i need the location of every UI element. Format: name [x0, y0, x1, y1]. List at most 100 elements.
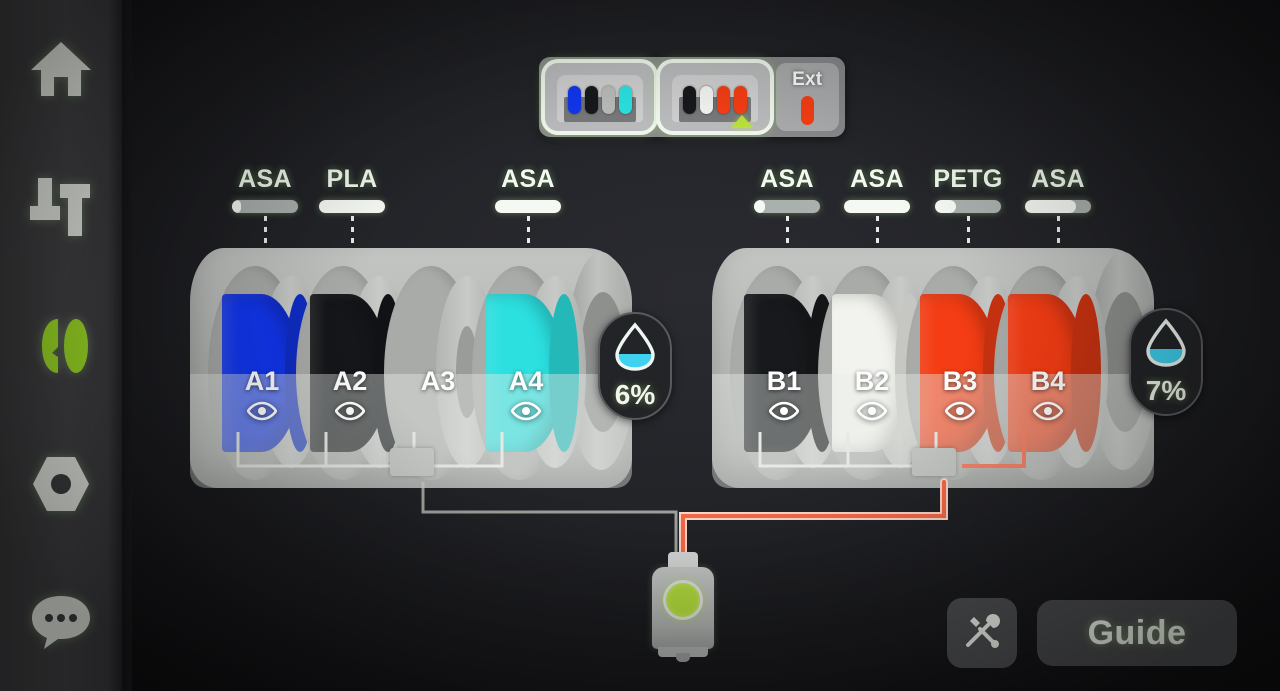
material-label-b4[interactable]: ASA: [1008, 165, 1108, 213]
humidity-badge-a[interactable]: 6%: [598, 312, 672, 420]
filament-level-bar: [935, 200, 1001, 213]
slot-label-a2[interactable]: A2: [310, 366, 390, 421]
slot-b4[interactable]: [994, 266, 1108, 480]
leader-line: [967, 216, 970, 256]
filament-roll: [486, 294, 564, 452]
routing-diagram-b: [712, 426, 1154, 482]
filament-roll: [222, 294, 300, 452]
tube-path-unit-b-outer: [679, 478, 948, 556]
home-icon: [28, 39, 94, 99]
sidebar-item-messages[interactable]: [0, 553, 122, 691]
visibility-toggle[interactable]: [744, 401, 824, 421]
sidebar-item-tune[interactable]: [0, 138, 122, 276]
tab-unit-a[interactable]: [545, 63, 655, 131]
slot-label-a3[interactable]: A3: [398, 366, 478, 397]
tab-unit-b[interactable]: [660, 63, 770, 131]
tab-pill: [567, 86, 581, 114]
sidebar-item-home[interactable]: [0, 0, 122, 138]
visibility-toggle[interactable]: [920, 401, 1000, 421]
sidebar-item-filament[interactable]: [0, 276, 122, 414]
sliders-icon: [30, 176, 92, 238]
active-slot-marker-icon: [730, 115, 753, 128]
slot-label-b2[interactable]: B2: [832, 366, 912, 421]
hub-foot: [658, 647, 708, 657]
material-label-a1[interactable]: ASA: [215, 165, 315, 213]
tab-pill: [699, 86, 713, 114]
material-label-a2[interactable]: PLA: [302, 165, 402, 213]
humidity-value: 6%: [614, 378, 656, 410]
guide-button[interactable]: Guide: [1037, 600, 1237, 666]
slot-label-b1[interactable]: B1: [744, 366, 824, 421]
slot-id: B4: [1030, 366, 1066, 396]
unit-a-connector: [390, 448, 434, 476]
filament-hub[interactable]: [652, 567, 714, 662]
eye-icon: [1033, 401, 1063, 421]
visibility-toggle[interactable]: [222, 401, 302, 421]
material-name: ASA: [850, 165, 904, 193]
leader-line: [527, 216, 530, 256]
tab-external-spool[interactable]: Ext: [775, 63, 839, 131]
tube-path-unit-b-active: [681, 480, 946, 554]
tab-pill: [618, 86, 632, 114]
visibility-toggle[interactable]: [832, 401, 912, 421]
filament-roll: [832, 294, 910, 452]
unit-b-connector: [912, 448, 956, 476]
unit-tab-bar: Ext: [539, 57, 845, 137]
hub-status-indicator: [663, 580, 703, 620]
material-name: PETG: [933, 165, 1003, 193]
sidebar-item-settings[interactable]: [0, 415, 122, 553]
eye-icon: [769, 401, 799, 421]
filament-roll: [310, 294, 388, 452]
slot-id: A3: [420, 366, 456, 396]
visibility-toggle[interactable]: [310, 401, 390, 421]
eye-icon: [857, 401, 887, 421]
material-label-a4[interactable]: ASA: [478, 165, 578, 213]
material-name: ASA: [501, 165, 555, 193]
material-label-b1[interactable]: ASA: [737, 165, 837, 213]
tab-pill: [733, 86, 747, 114]
guide-button-label: Guide: [1087, 613, 1187, 652]
filament-level-bar: [754, 200, 820, 213]
humidity-badge-b[interactable]: 7%: [1129, 308, 1203, 416]
slot-id: B3: [942, 366, 978, 396]
slot-id: A4: [508, 366, 544, 396]
slot-id: A1: [244, 366, 280, 396]
filament-roll: [744, 294, 822, 452]
slot-label-b3[interactable]: B3: [920, 366, 1000, 421]
filament-level-bar: [1025, 200, 1091, 213]
tab-pill: [601, 86, 615, 114]
external-filament-swatch: [800, 96, 814, 125]
material-name: ASA: [760, 165, 814, 193]
slot-label-a4[interactable]: A4: [486, 366, 566, 421]
leader-line: [351, 216, 354, 256]
material-name: ASA: [238, 165, 292, 193]
humidity-value: 7%: [1145, 374, 1187, 406]
tab-unit-a-pills: [557, 86, 643, 114]
tools-icon: [962, 611, 1002, 656]
leader-line: [876, 216, 879, 256]
hex-nut-icon: [30, 455, 92, 513]
tab-pill: [716, 86, 730, 114]
filament-roll: [920, 294, 998, 452]
material-label-b3[interactable]: PETG: [918, 165, 1018, 213]
tools-button[interactable]: [947, 598, 1017, 668]
tube-path-unit-a: [421, 482, 678, 552]
slot-id: B1: [766, 366, 802, 396]
slot-label-b4[interactable]: B4: [1008, 366, 1088, 421]
slot-id: B2: [854, 366, 890, 396]
eye-icon: [335, 401, 365, 421]
visibility-toggle[interactable]: [486, 401, 566, 421]
tab-unit-b-graphic: [671, 75, 758, 128]
water-drop-icon: [613, 321, 657, 377]
slot-a4[interactable]: [472, 266, 586, 480]
filament-level-bar: [232, 200, 298, 213]
visibility-toggle[interactable]: [1008, 401, 1088, 421]
filament-level-bar: [844, 200, 910, 213]
slot-label-a1[interactable]: A1: [222, 366, 302, 421]
material-label-b2[interactable]: ASA: [827, 165, 927, 213]
eye-icon: [247, 401, 277, 421]
sidebar-edge: [122, 0, 132, 691]
sidebar: [0, 0, 122, 691]
leader-line: [786, 216, 789, 256]
material-name: ASA: [1031, 165, 1085, 193]
